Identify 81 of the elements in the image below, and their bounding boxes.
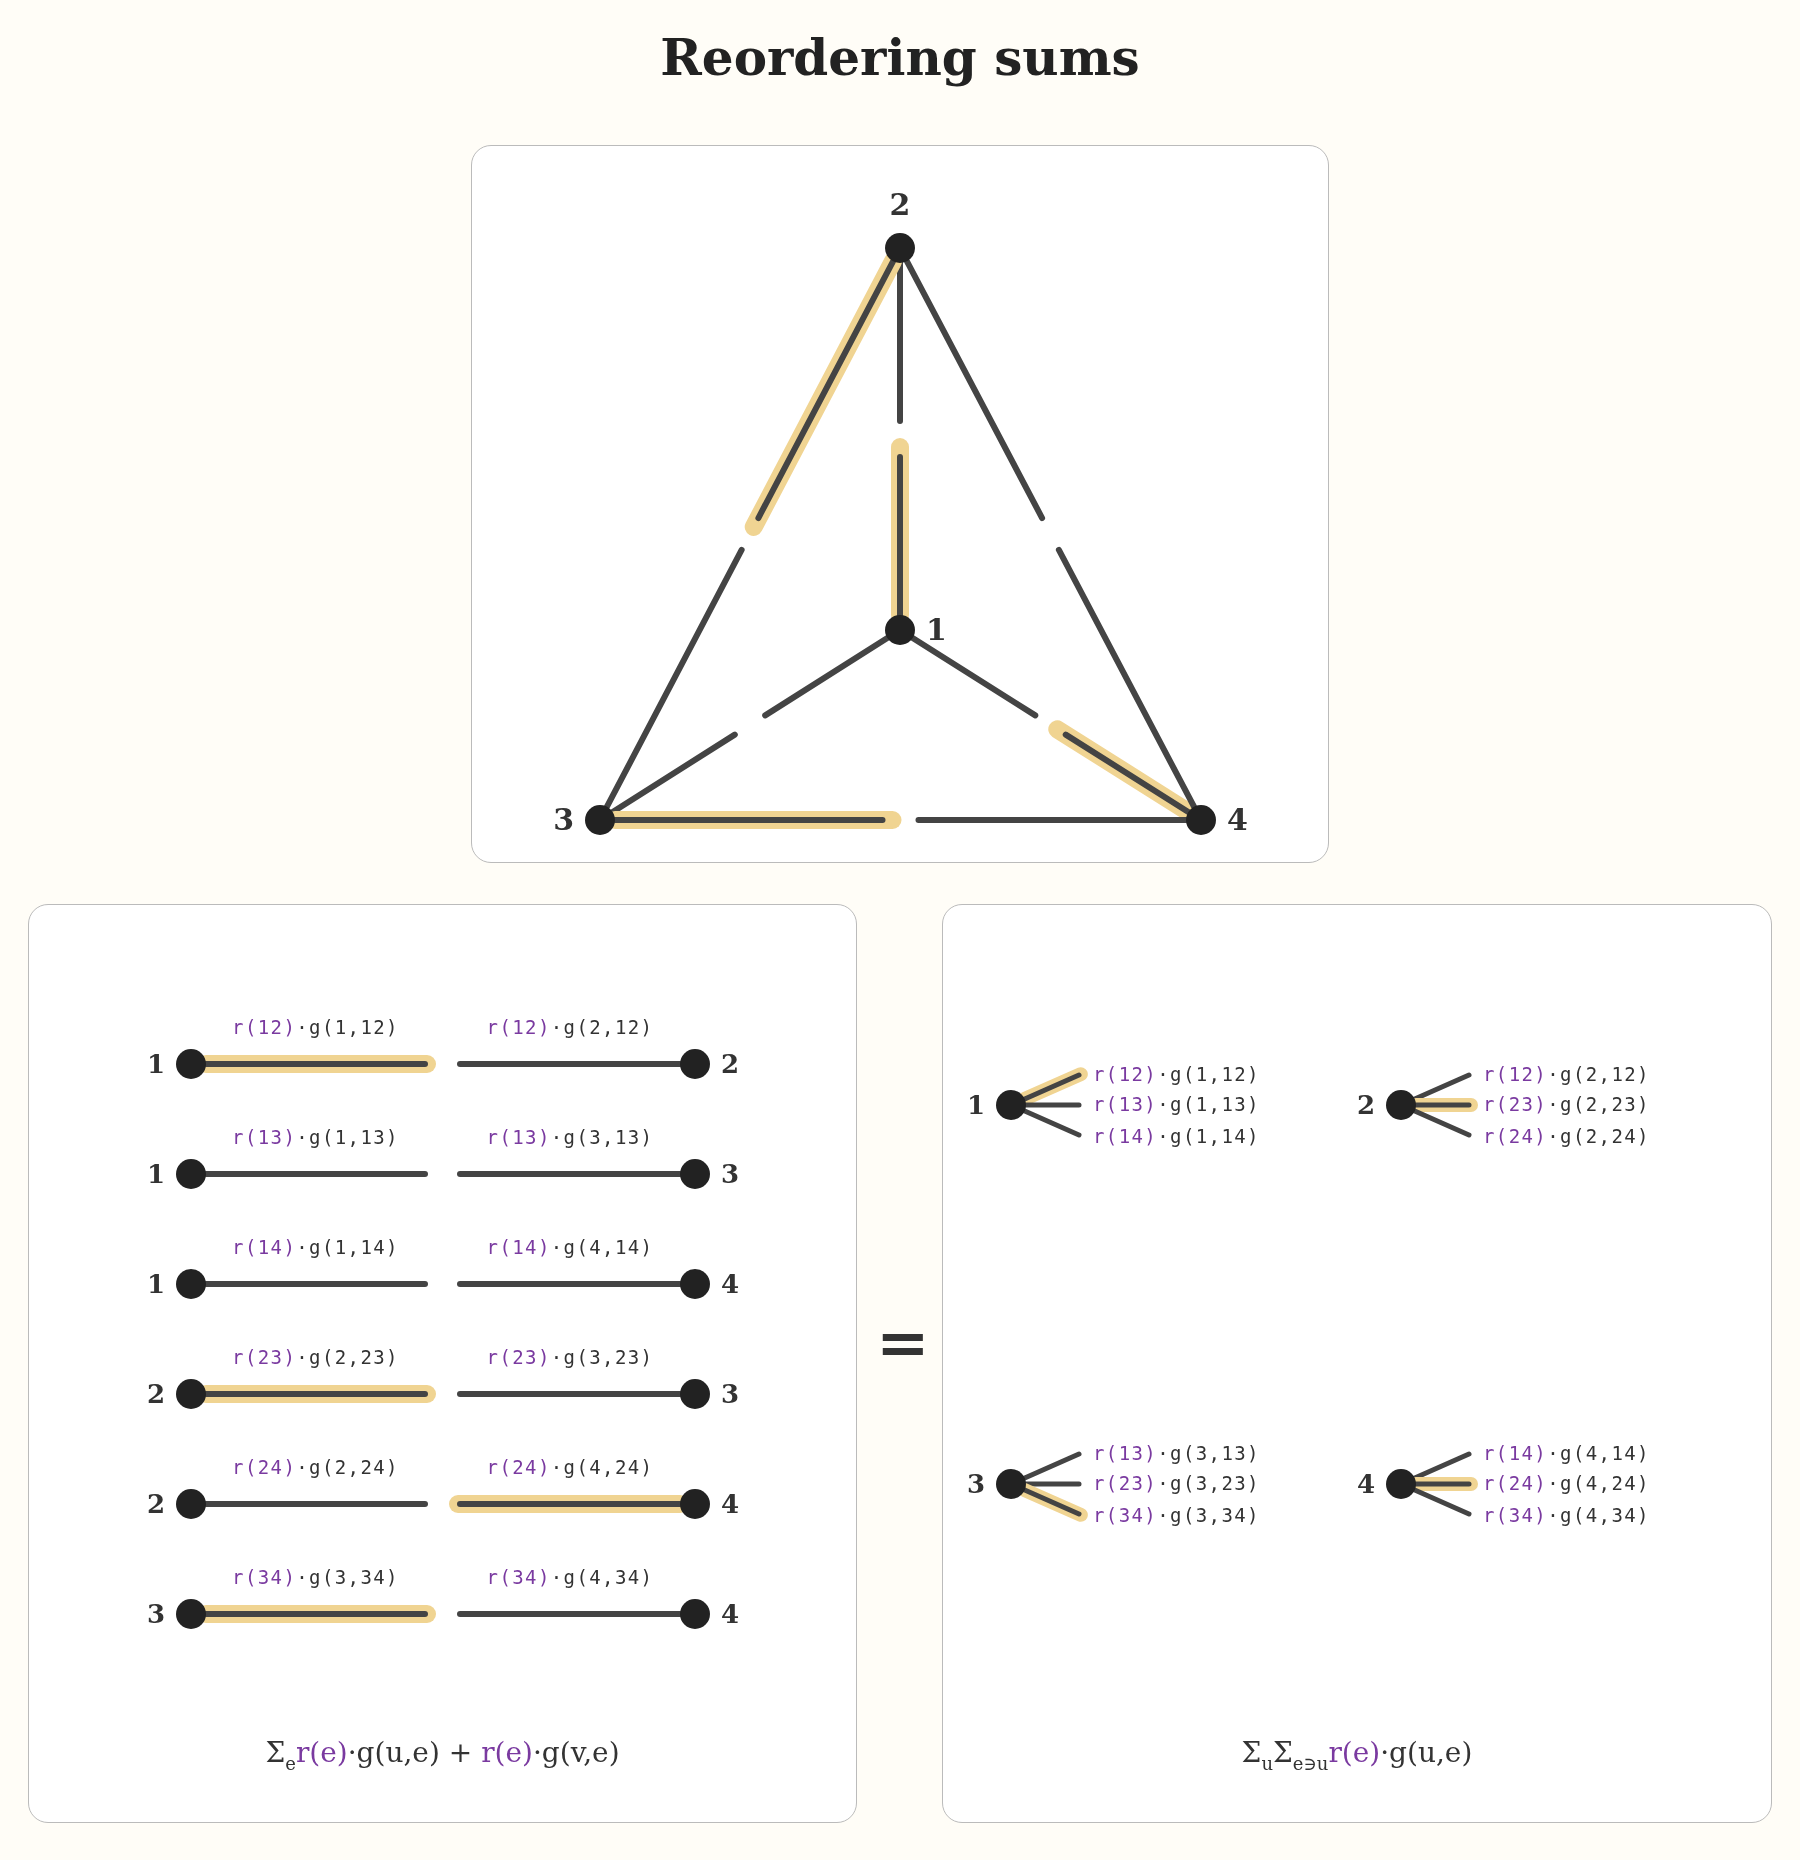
edge-label: r(23)·g(2,23) — [1483, 1095, 1650, 1114]
edge-label: r(13)·g(3,13) — [486, 1128, 654, 1147]
vertex-dot — [996, 1090, 1026, 1120]
vertex-dot — [1386, 1469, 1416, 1499]
vertex-label: 3 — [721, 1161, 740, 1187]
vertex-dot — [680, 1379, 710, 1409]
vertex-label: 2 — [146, 1491, 165, 1517]
edge-line — [762, 635, 891, 719]
formula: Σ$_{u}$Σ$_{e∋u}$r(e)·g(u,e) — [1241, 1735, 1473, 1776]
vertex-label: 3 — [721, 1381, 740, 1407]
edge-line — [1022, 1108, 1082, 1138]
edge-line — [1412, 1108, 1472, 1138]
edge-label: r(13)·g(1,13) — [1093, 1095, 1260, 1114]
vertex-dot — [585, 805, 615, 835]
vertex-label: 1 — [966, 1092, 985, 1118]
vertex-label: 2 — [146, 1381, 165, 1407]
panel — [471, 145, 1329, 863]
equals-sign: = — [876, 1310, 930, 1374]
edge-label: r(34)·g(4,34) — [1483, 1506, 1650, 1525]
vertex-dot — [996, 1469, 1026, 1499]
edge-line — [909, 635, 1039, 719]
panel — [942, 904, 1772, 1823]
vertex-label: 4 — [1227, 805, 1248, 835]
vertex-dot — [176, 1269, 206, 1299]
vertex-dot — [176, 1049, 206, 1079]
edge-label: r(34)·g(3,34) — [232, 1568, 399, 1587]
vertex-dot — [176, 1489, 206, 1519]
edge-line — [603, 546, 745, 810]
vertex-dot — [176, 1599, 206, 1629]
vertex-dot — [885, 233, 915, 263]
vertex-dot — [885, 615, 915, 645]
vertex-dot — [680, 1269, 710, 1299]
vertex-label: 2 — [721, 1051, 740, 1077]
edge-label: r(14)·g(4,14) — [1483, 1444, 1650, 1463]
edge-label: r(12)·g(2,12) — [1483, 1065, 1650, 1084]
edge-line — [904, 258, 1046, 522]
edge-label: r(23)·g(3,23) — [1093, 1474, 1260, 1493]
vertex-label: 3 — [146, 1601, 165, 1627]
vertex-label: 4 — [721, 1271, 740, 1297]
vertex-dot — [680, 1599, 710, 1629]
vertex-label: 4 — [1356, 1471, 1375, 1497]
edge-label: r(14)·g(4,14) — [486, 1238, 654, 1257]
vertex-dot — [1186, 805, 1216, 835]
edge-label: r(12)·g(2,12) — [486, 1018, 654, 1037]
edge-label: r(24)·g(2,24) — [232, 1458, 399, 1477]
vertex-label: 1 — [146, 1161, 165, 1187]
vertex-dot — [680, 1049, 710, 1079]
edge-line — [1022, 1451, 1082, 1481]
edge-label: r(23)·g(2,23) — [232, 1348, 399, 1367]
edge-label: r(24)·g(4,24) — [1483, 1474, 1650, 1493]
vertex-dot — [176, 1159, 206, 1189]
vertex-label: 3 — [553, 805, 574, 835]
vertex-label: 4 — [721, 1491, 740, 1517]
panel — [28, 904, 857, 1823]
formula: Σ$_{e}$r(e)·g(u,e) + r(e)·g(v,e) — [265, 1735, 620, 1776]
vertex-label: 1 — [146, 1271, 165, 1297]
edge-label: r(23)·g(3,23) — [486, 1348, 654, 1367]
edge-label: r(24)·g(4,24) — [486, 1458, 654, 1477]
edge-line — [897, 260, 903, 424]
vertex-dot — [1386, 1090, 1416, 1120]
vertex-label: 3 — [966, 1471, 985, 1497]
edge-label: r(34)·g(4,34) — [486, 1568, 654, 1587]
vertex-label: 1 — [926, 615, 947, 645]
edge-label: r(24)·g(2,24) — [1483, 1127, 1650, 1146]
edge-line — [1412, 1487, 1472, 1517]
vertex-dot — [680, 1159, 710, 1189]
edge-label: r(14)·g(1,14) — [1093, 1127, 1260, 1146]
title: Reordering sums — [660, 28, 1140, 87]
edge-label: r(12)·g(1,12) — [232, 1018, 399, 1037]
edge-label: r(14)·g(1,14) — [232, 1238, 399, 1257]
vertex-dot — [176, 1379, 206, 1409]
edge-label: r(12)·g(1,12) — [1093, 1065, 1260, 1084]
vertex-label: 2 — [889, 190, 911, 220]
vertex-label: 2 — [1356, 1092, 1375, 1118]
edge-label: r(34)·g(3,34) — [1093, 1506, 1260, 1525]
vertex-dot — [680, 1489, 710, 1519]
edge-label: r(13)·g(1,13) — [232, 1128, 399, 1147]
vertex-label: 4 — [721, 1601, 740, 1627]
vertex-label: 1 — [146, 1051, 165, 1077]
edge-line — [1055, 546, 1197, 810]
edge-label: r(13)·g(3,13) — [1093, 1444, 1260, 1463]
